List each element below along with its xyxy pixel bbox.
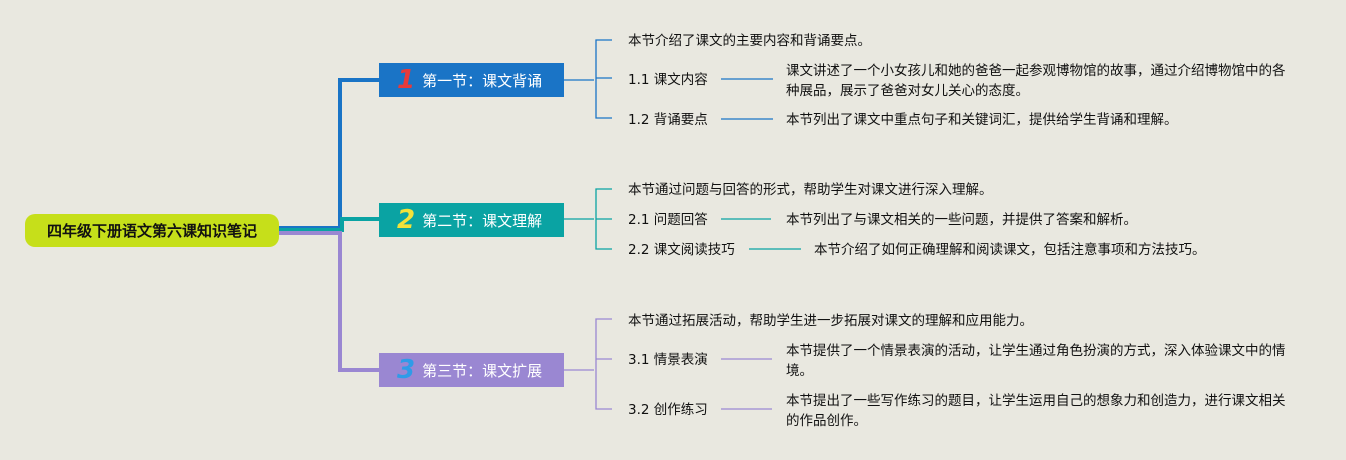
section-1-summary: 本节介绍了课文的主要内容和背诵要点。	[628, 33, 871, 49]
item-1-1-label[interactable]: 1.1 课文内容	[628, 72, 708, 88]
item-1-2-label[interactable]: 1.2 背诵要点	[628, 112, 708, 128]
section-2-label: 第二节：课文理解	[422, 211, 543, 230]
item-2-1-desc: 本节列出了与课文相关的一些问题，并提供了答案和解析。	[786, 212, 1137, 228]
connector-root-section2	[279, 217, 379, 232]
section-2-summary: 本节通过问题与回答的形式，帮助学生对课文进行深入理解。	[628, 182, 993, 198]
connector-root-section1	[279, 78, 379, 230]
item-1-2-desc: 本节列出了课文中重点句子和关键词汇，提供给学生背诵和理解。	[786, 112, 1178, 128]
item-2-2-desc: 本节介绍了如何正确理解和阅读课文，包括注意事项和方法技巧。	[814, 242, 1206, 258]
section-number-1: 1	[397, 65, 416, 95]
connector-section1-bracket	[564, 39, 612, 119]
item-2-1-label[interactable]: 2.1 问题回答	[628, 212, 708, 228]
section-2-node[interactable]: 2 第二节：课文理解	[379, 203, 564, 237]
connector-section3-bracket	[564, 318, 612, 410]
section-1-label: 第一节：课文背诵	[422, 71, 543, 90]
item-1-1-desc: 课文讲述了一个小女孩儿和她的爸爸一起参观博物馆的故事，通过介绍博物馆中的各种展品…	[786, 63, 1286, 99]
root-node[interactable]: 四年级下册语文第六课知识笔记	[25, 214, 279, 247]
section-3-summary: 本节通过拓展活动，帮助学生进一步拓展对课文的理解和应用能力。	[628, 313, 1033, 329]
item-3-1-desc: 本节提供了一个情景表演的活动，让学生通过角色扮演的方式，深入体验课文中的情境。	[786, 343, 1286, 379]
item-3-2-label[interactable]: 3.2 创作练习	[628, 402, 708, 418]
section-number-2: 2	[397, 205, 416, 235]
section-3-label: 第三节：课文扩展	[422, 361, 543, 380]
item-2-2-label[interactable]: 2.2 课文阅读技巧	[628, 242, 735, 258]
connector-root-section3	[279, 231, 379, 372]
item-3-1-label[interactable]: 3.1 情景表演	[628, 352, 708, 368]
section-number-3: 3	[397, 355, 416, 385]
item-3-2-desc: 本节提出了一些写作练习的题目，让学生运用自己的想象力和创造力，进行课文相关的作品…	[786, 393, 1286, 429]
root-label: 四年级下册语文第六课知识笔记	[46, 222, 257, 240]
section-1-node[interactable]: 1 第一节：课文背诵	[379, 63, 564, 97]
connector-section2-bracket	[564, 188, 612, 250]
section-3-node[interactable]: 3 第三节：课文扩展	[379, 353, 564, 387]
